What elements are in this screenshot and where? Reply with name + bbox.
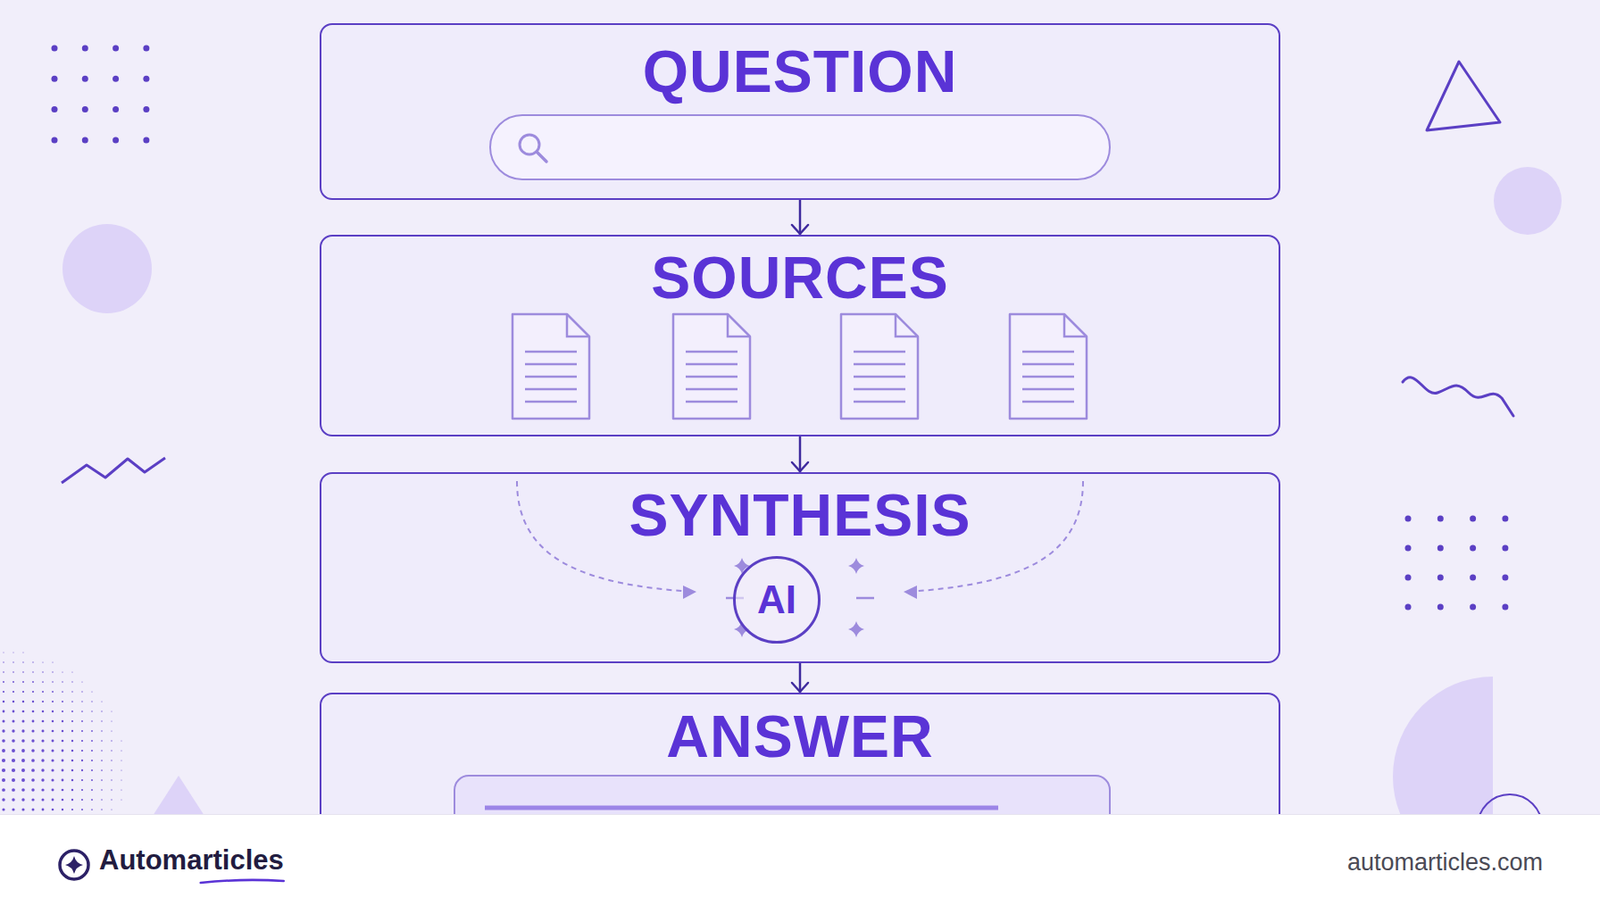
box-title: SOURCES (321, 245, 1279, 311)
brand-name: Automarticles (99, 844, 284, 877)
deco-triangle-outline (1426, 61, 1500, 131)
question-box: QUESTION (319, 23, 1281, 200)
flow-arrow (791, 436, 809, 473)
ai-circle: AI (733, 556, 821, 644)
dot-grid (51, 45, 150, 144)
deco-wave (1402, 377, 1514, 417)
halftone-dots (1, 651, 123, 811)
box-title: SYNTHESIS (321, 483, 1279, 549)
deco-zigzag (61, 458, 166, 484)
deco-circle (62, 224, 152, 314)
dot-grid (1405, 516, 1509, 611)
deco-triangle (152, 775, 205, 817)
circle-label: AI (757, 580, 797, 620)
flow-arrow (791, 200, 809, 235)
flow-arrow (791, 663, 809, 693)
box-title: QUESTION (321, 39, 1279, 105)
synthesis-box: SYNTHESIS AI (319, 472, 1281, 664)
deco-circle (1493, 166, 1562, 235)
footer-bar: Automarticles automarticles.com (0, 814, 1600, 914)
sources-box: SOURCES (319, 234, 1281, 437)
site-url: automarticles.com (1347, 849, 1543, 877)
box-title: ANSWER (321, 704, 1279, 770)
